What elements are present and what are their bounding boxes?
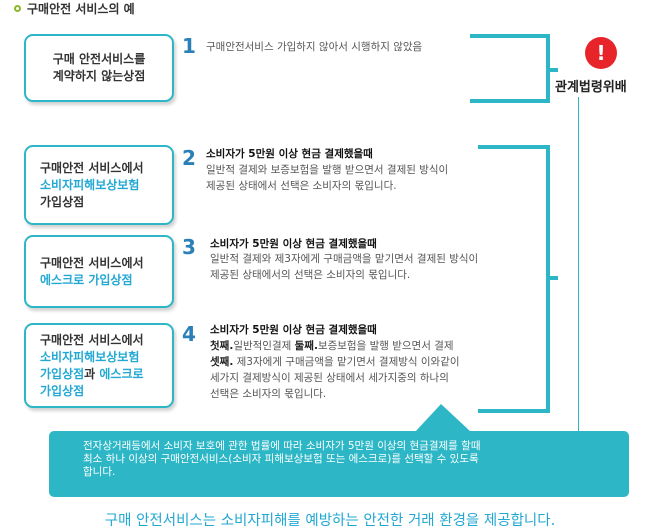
case-2-box-line: 구매안전 서비스에서 [40, 160, 144, 175]
case-4-description: 첫째.일반적인결제 둘째.보증보험을 발행 받으면서 결제 셋째. 제3자에게 … [210, 340, 460, 400]
connector-line [560, 97, 579, 435]
case-3-title: 소비자가 5만원 이상 현금 결제했을때 [210, 238, 377, 250]
section-header: 구매안전 서비스의 예 [14, 0, 135, 16]
banner-line: 합니다. [83, 466, 116, 478]
bracket-tick [550, 276, 558, 280]
case-1-bracket [470, 34, 550, 103]
banner-pointer [415, 404, 471, 432]
law-notice-banner: 전자상거래등에서 소비자 보호에 관한 법률에 따라 소비자가 5만원 이상의 … [49, 431, 629, 497]
case-1-box-line: 구매 안전서비스를 [52, 52, 146, 66]
case-1-number: 1 [182, 34, 196, 58]
case-4-number: 4 [182, 322, 196, 346]
case-2-title: 소비자가 5만원 이상 현금 결제했을때 [206, 148, 373, 160]
case-4-store-box: 구매안전 서비스에서 소비자피해보상보험 가입상점과 에스크로 가입상점 [24, 323, 174, 408]
case-1-store-box: 구매 안전서비스를 계약하지 않는상점 [24, 34, 174, 102]
case-3-box-line: 구매안전 서비스에서 [40, 255, 144, 270]
exclamation-icon: ! [585, 37, 617, 69]
banner-line: 최소 하나 이상의 구매안전서비스(소비자 피해보상보험 또는 에스크로)를 선… [83, 453, 479, 465]
case-1-title: 구매안전서비스 가입하지 않아서 시행하지 않았음 [206, 41, 423, 53]
case-2-box-line: 가입상점 [40, 194, 85, 209]
case-4-box-line: 구매안전 서비스에서 [40, 332, 144, 347]
case-2-store-box: 구매안전 서비스에서 소비자피해보상보험 가입상점 [24, 145, 174, 225]
circle-bullet-icon [14, 4, 21, 12]
warning-label: 관계법령위배 [555, 80, 627, 95]
case-2-description: 일반적 결제와 보증보험을 발행 받으면서 결제된 방식이 제공된 상태에서 선… [206, 164, 449, 192]
case-4-title: 소비자가 5만원 이상 현금 결제했을때 [210, 324, 377, 336]
case-1-box-line: 계약하지 않는상점 [52, 69, 146, 83]
cases-2-4-bracket [478, 145, 550, 413]
banner-line: 전자상거래등에서 소비자 보호에 관한 법률에 따라 소비자가 5만원 이상의 … [83, 440, 481, 452]
case-4-box-highlight: 가입상점 [40, 383, 85, 398]
section-title: 구매안전 서비스의 예 [27, 1, 135, 16]
case-2-number: 2 [182, 146, 196, 170]
case-3-box-highlight: 에스크로 가입상점 [40, 272, 133, 287]
case-2-box-highlight: 소비자피해보상보험 [40, 177, 140, 192]
case-3-number: 3 [182, 235, 196, 259]
case-3-store-box: 구매안전 서비스에서 에스크로 가입상점 [24, 235, 174, 308]
case-4-box-line: 가입상점과 에스크로 [40, 366, 144, 381]
footer-slogan: 구매 안전서비스는 소비자피해를 예방하는 안전한 거래 환경을 제공합니다. [104, 513, 556, 529]
case-4-box-highlight: 소비자피해보상보험 [40, 349, 140, 364]
bracket-tick [550, 68, 558, 72]
case-3-description: 일반적 결제와 제3자에게 구매금액을 맡기면서 결제된 방식이 제공된 상태에… [210, 253, 479, 281]
